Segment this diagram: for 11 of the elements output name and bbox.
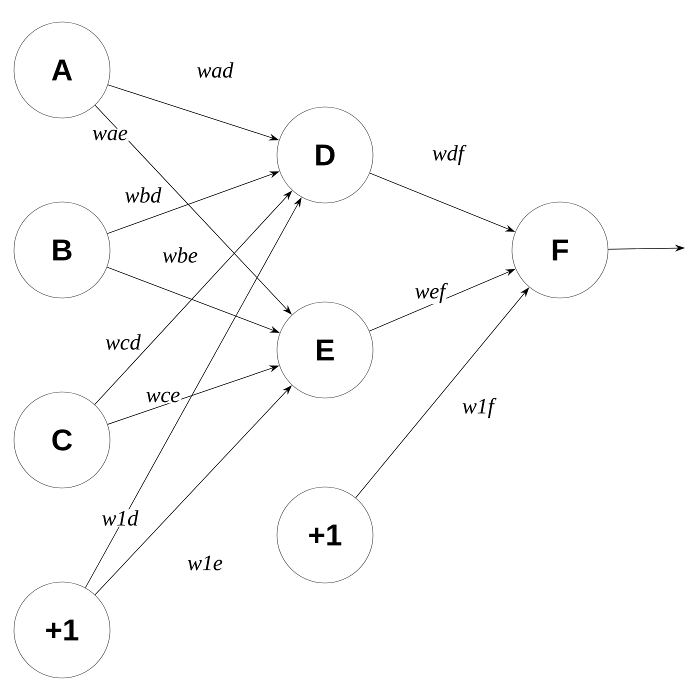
edge-label: wae [91,128,129,142]
edge-label: wce [144,390,182,404]
edge-label: wbe [161,246,199,264]
edge-label: wad [196,61,234,79]
edge-label: w1d [100,509,140,527]
edge-label: w1f [461,396,496,420]
edge-label: wdf [431,144,466,166]
edge-label: w1e [186,554,224,572]
edge-label: wef [414,282,448,304]
edge-label: wbd [124,186,162,204]
edge-label: wcd [104,333,142,351]
